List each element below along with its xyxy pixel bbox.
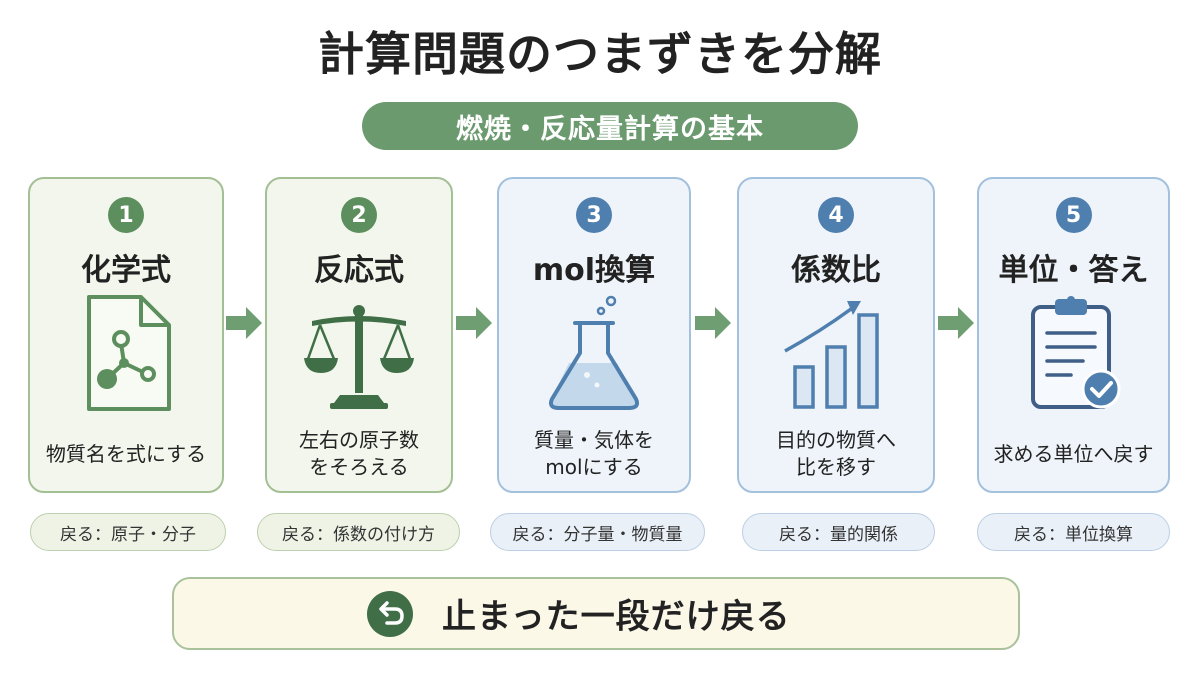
step-number-badge: 1 bbox=[108, 197, 144, 233]
step-description-line: 目的の物質へ bbox=[776, 428, 896, 452]
arrow-right-icon bbox=[226, 307, 262, 339]
step-description: 目的の物質へ 比を移す bbox=[739, 427, 933, 481]
arrow-right-icon bbox=[456, 307, 492, 339]
page-title: 計算問題のつまずきを分解 bbox=[318, 27, 882, 81]
back-pill-2: 戻る：係数の付け方 bbox=[257, 513, 460, 551]
clipboard-check-icon bbox=[1030, 296, 1120, 409]
step-card-1: 1 化学式 物質名を式にする bbox=[28, 177, 224, 493]
flask-icon bbox=[548, 295, 640, 410]
return-arrow-icon bbox=[367, 591, 413, 637]
step-title: 反応式 bbox=[314, 253, 404, 288]
subtitle-pill: 燃焼・反応量計算の基本 bbox=[362, 102, 858, 150]
back-pill-1: 戻る：原子・分子 bbox=[30, 513, 226, 551]
step-card-5: 5 単位・答え 求める単位へ戻す bbox=[977, 177, 1170, 493]
step-number-badge: 3 bbox=[576, 197, 612, 233]
step-number-badge: 2 bbox=[341, 197, 377, 233]
step-title: 化学式 bbox=[81, 253, 171, 288]
back-pill-3: 戻る：分子量・物質量 bbox=[490, 513, 705, 551]
step-description: 質量・気体を molにする bbox=[499, 427, 689, 481]
step-card-3: 3 mol換算 質量・気体を molにする bbox=[497, 177, 691, 493]
step-description-line: molにする bbox=[545, 455, 643, 479]
step-card-4: 4 係数比 目的の物質へ 比を移す bbox=[737, 177, 935, 493]
step-number-badge: 4 bbox=[818, 197, 854, 233]
step-description-line: をそろえる bbox=[309, 455, 409, 479]
step-card-2: 2 反応式 左右の原子数 をそろえる bbox=[265, 177, 453, 493]
arrow-right-icon bbox=[695, 307, 731, 339]
step-description: 左右の原子数 をそろえる bbox=[267, 427, 451, 481]
step-title: mol換算 bbox=[532, 253, 656, 288]
step-description-line: 左右の原子数 bbox=[299, 428, 419, 452]
step-description: 物質名を式にする bbox=[30, 427, 222, 481]
step-number-badge: 5 bbox=[1055, 197, 1092, 233]
balance-scale-icon bbox=[304, 305, 414, 409]
footer-text: 止まった一段だけ戻る bbox=[442, 597, 791, 637]
step-description-line: 求める単位へ戻す bbox=[993, 441, 1154, 466]
step-description-line: 質量・気体を bbox=[534, 428, 654, 452]
step-description: 求める単位へ戻す bbox=[979, 427, 1168, 481]
footer-banner: 止まった一段だけ戻る bbox=[172, 577, 1020, 650]
back-pill-5: 戻る：単位換算 bbox=[977, 513, 1170, 551]
bar-chart-arrow-icon bbox=[784, 301, 879, 409]
back-pill-4: 戻る：量的関係 bbox=[742, 513, 935, 551]
step-description-line: 比を移す bbox=[796, 455, 876, 479]
arrow-right-icon bbox=[938, 307, 974, 339]
step-title: 単位・答え bbox=[998, 253, 1149, 288]
document-molecule-icon bbox=[87, 295, 171, 411]
step-description-line: 物質名を式にする bbox=[45, 441, 207, 466]
step-title: 係数比 bbox=[791, 253, 881, 288]
